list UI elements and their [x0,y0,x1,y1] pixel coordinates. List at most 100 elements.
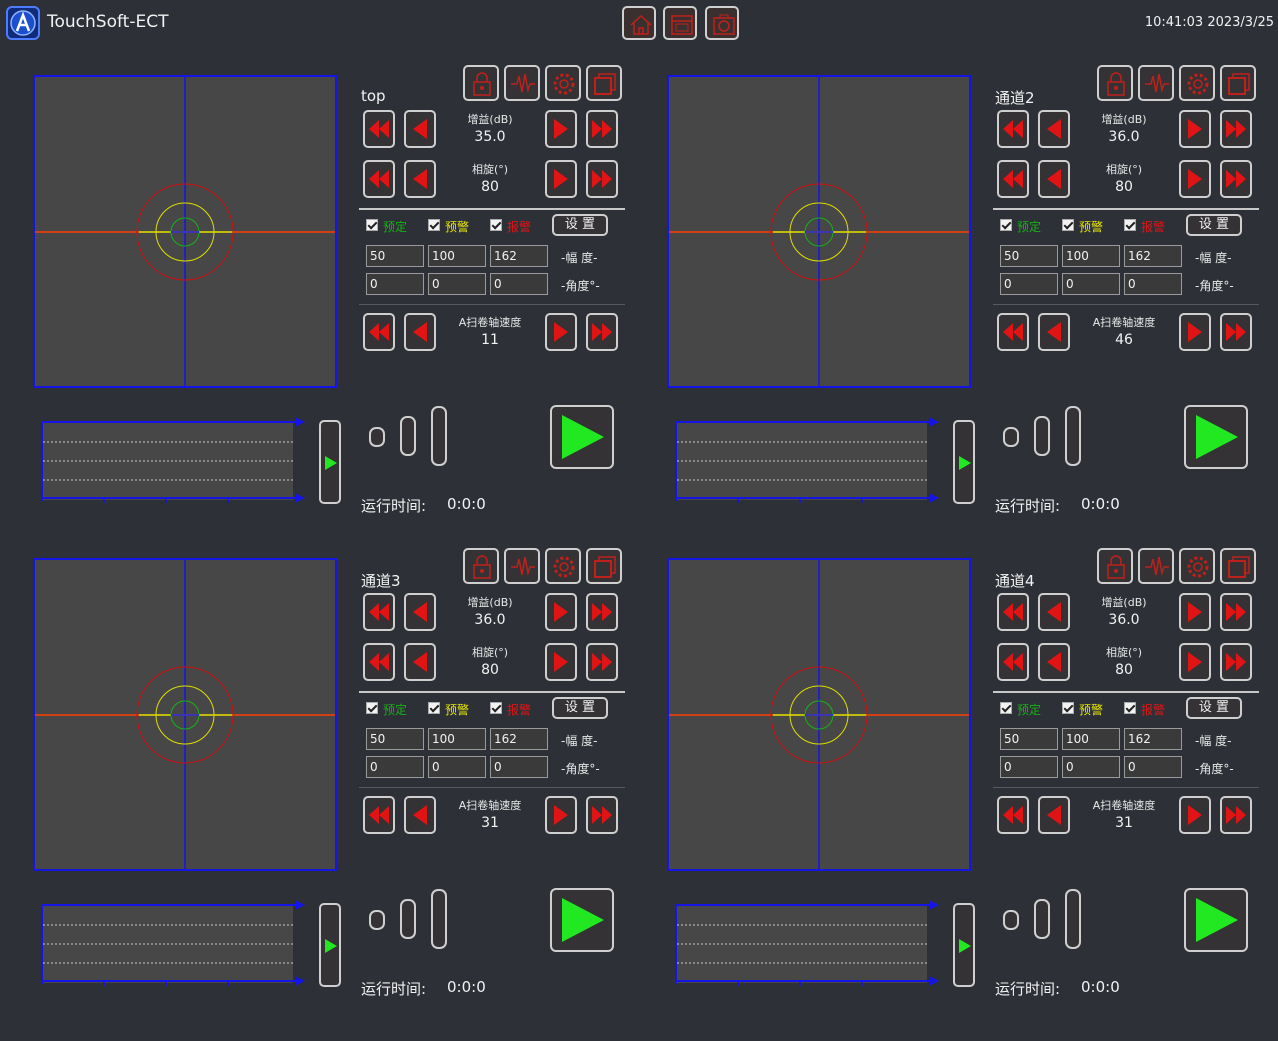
amp-preset-field[interactable]: 50 [366,245,424,267]
settings-button[interactable]: 设 置 [552,214,608,236]
scroll-play-toggle[interactable] [953,420,975,504]
preset-checkbox[interactable] [1000,219,1012,231]
gain-fast-increase-button[interactable] [1220,110,1252,148]
speed-fast-increase-button[interactable] [586,796,618,834]
phase-increase-button[interactable] [545,643,577,681]
gain-fast-decrease-button[interactable] [997,593,1029,631]
speed-decrease-button[interactable] [404,796,436,834]
phase-fast-increase-button[interactable] [1220,643,1252,681]
size-large-toggle[interactable] [1065,406,1081,466]
start-button[interactable] [550,405,614,469]
gain-fast-decrease-button[interactable] [997,110,1029,148]
phase-increase-button[interactable] [545,160,577,198]
camera-button[interactable] [705,6,739,40]
gain-decrease-button[interactable] [404,110,436,148]
gain-increase-button[interactable] [1179,593,1211,631]
start-button[interactable] [1184,888,1248,952]
warn-checkbox[interactable] [1062,219,1074,231]
size-small-toggle[interactable] [1003,910,1019,930]
amp-warn-field[interactable]: 100 [1062,728,1120,750]
preset-checkbox[interactable] [366,702,378,714]
phase-fast-increase-button[interactable] [586,160,618,198]
gain-fast-increase-button[interactable] [1220,593,1252,631]
waveform-button[interactable] [1138,548,1174,584]
amp-warn-field[interactable]: 100 [428,245,486,267]
gain-increase-button[interactable] [545,593,577,631]
waveform-button[interactable] [504,548,540,584]
speed-increase-button[interactable] [545,796,577,834]
preset-checkbox[interactable] [366,219,378,231]
fullscreen-button[interactable] [1220,548,1256,584]
settings-gear-button[interactable] [545,65,581,101]
speed-fast-increase-button[interactable] [586,313,618,351]
gain-decrease-button[interactable] [404,593,436,631]
phase-fast-decrease-button[interactable] [997,160,1029,198]
phase-decrease-button[interactable] [1038,643,1070,681]
scroll-play-toggle[interactable] [953,903,975,987]
lock-button[interactable] [463,548,499,584]
phase-fast-decrease-button[interactable] [997,643,1029,681]
phase-fast-increase-button[interactable] [1220,160,1252,198]
angle-preset-field[interactable]: 0 [366,273,424,295]
speed-increase-button[interactable] [1179,313,1211,351]
speed-decrease-button[interactable] [404,313,436,351]
settings-gear-button[interactable] [1179,65,1215,101]
phase-fast-increase-button[interactable] [586,643,618,681]
speed-fast-increase-button[interactable] [1220,796,1252,834]
speed-fast-decrease-button[interactable] [363,313,395,351]
phase-decrease-button[interactable] [404,643,436,681]
gain-fast-increase-button[interactable] [586,593,618,631]
lock-button[interactable] [1097,548,1133,584]
scroll-play-toggle[interactable] [319,903,341,987]
fullscreen-button[interactable] [586,65,622,101]
amp-alarm-field[interactable]: 162 [1124,245,1182,267]
amp-preset-field[interactable]: 50 [1000,245,1058,267]
lock-button[interactable] [463,65,499,101]
amp-preset-field[interactable]: 50 [1000,728,1058,750]
size-medium-toggle[interactable] [400,899,416,939]
size-small-toggle[interactable] [369,427,385,447]
amp-alarm-field[interactable]: 162 [1124,728,1182,750]
amp-warn-field[interactable]: 100 [428,728,486,750]
phase-decrease-button[interactable] [1038,160,1070,198]
speed-fast-decrease-button[interactable] [997,313,1029,351]
settings-button[interactable]: 设 置 [1186,214,1242,236]
phase-fast-decrease-button[interactable] [363,160,395,198]
warn-checkbox[interactable] [428,702,440,714]
angle-preset-field[interactable]: 0 [1000,273,1058,295]
amp-alarm-field[interactable]: 162 [490,728,548,750]
angle-warn-field[interactable]: 0 [428,756,486,778]
phase-fast-decrease-button[interactable] [363,643,395,681]
angle-alarm-field[interactable]: 0 [490,756,548,778]
size-large-toggle[interactable] [431,406,447,466]
alarm-checkbox[interactable] [1124,702,1136,714]
gain-increase-button[interactable] [1179,110,1211,148]
fullscreen-button[interactable] [586,548,622,584]
waveform-button[interactable] [1138,65,1174,101]
amp-warn-field[interactable]: 100 [1062,245,1120,267]
speed-decrease-button[interactable] [1038,796,1070,834]
amp-preset-field[interactable]: 50 [366,728,424,750]
fullscreen-button[interactable] [1220,65,1256,101]
scroll-play-toggle[interactable] [319,420,341,504]
window-button[interactable] [663,6,697,40]
warn-checkbox[interactable] [1062,702,1074,714]
preset-checkbox[interactable] [1000,702,1012,714]
settings-gear-button[interactable] [545,548,581,584]
angle-preset-field[interactable]: 0 [1000,756,1058,778]
phase-decrease-button[interactable] [404,160,436,198]
start-button[interactable] [550,888,614,952]
gain-fast-increase-button[interactable] [586,110,618,148]
home-button[interactable] [622,6,656,40]
phase-increase-button[interactable] [1179,643,1211,681]
size-medium-toggle[interactable] [1034,899,1050,939]
size-large-toggle[interactable] [1065,889,1081,949]
speed-increase-button[interactable] [1179,796,1211,834]
size-large-toggle[interactable] [431,889,447,949]
speed-increase-button[interactable] [545,313,577,351]
settings-button[interactable]: 设 置 [552,697,608,719]
alarm-checkbox[interactable] [490,219,502,231]
gain-decrease-button[interactable] [1038,593,1070,631]
speed-fast-decrease-button[interactable] [363,796,395,834]
phase-increase-button[interactable] [1179,160,1211,198]
